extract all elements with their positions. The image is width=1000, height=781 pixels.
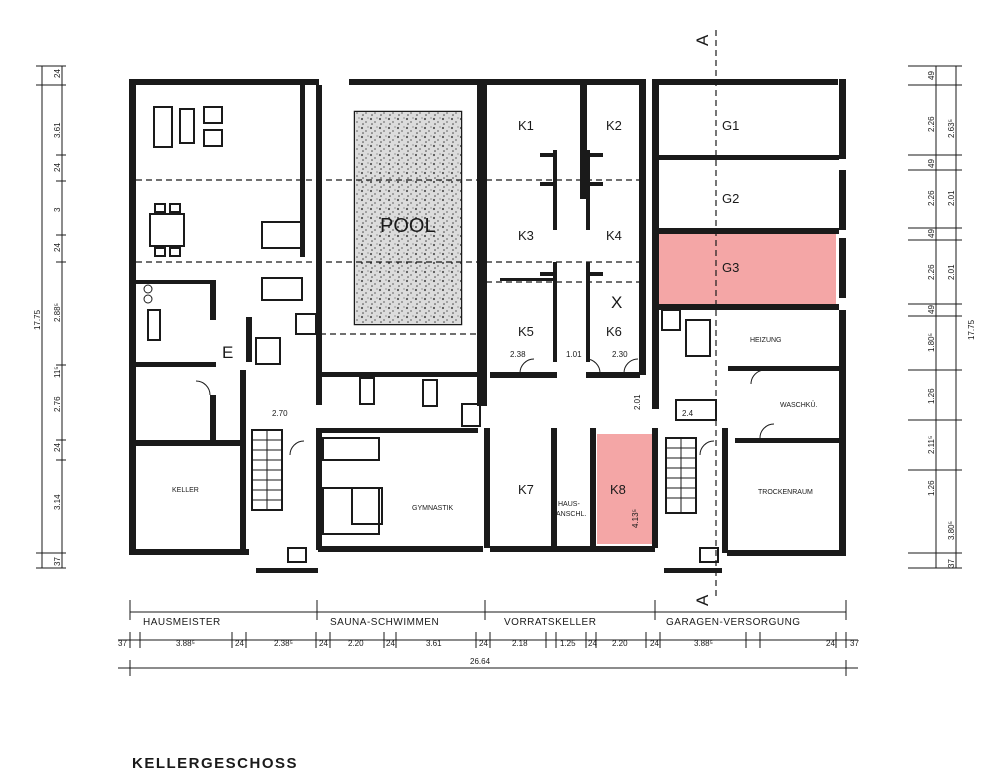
bottom-dim-1: 37 [118, 639, 127, 648]
section-marker-top: A [693, 34, 712, 46]
room-waschkueche: WASCHKÜ. [780, 401, 818, 409]
left-dim-2: 3.61 [53, 122, 62, 138]
inner-dim-5: 4.13⁵ [631, 509, 640, 528]
room-k1: K1 [518, 118, 534, 133]
bottom-dim-10: 2.18 [512, 639, 528, 648]
bottom-dim-8: 3.61 [426, 639, 442, 648]
left-dim-7: 11⁵ [53, 366, 62, 378]
inner-dim-2: 1.01 [566, 350, 582, 359]
section-marker-top-label: A [693, 34, 712, 46]
bottom-dim-14: 24 [650, 639, 659, 648]
x-mark: X [611, 293, 622, 312]
right-dim-16: 37 [947, 559, 956, 568]
bottom-dimension-lines [118, 600, 858, 676]
stair-left [251, 429, 283, 511]
section-sauna-schwimmen: SAUNA-SCHWIMMEN [330, 617, 439, 628]
room-k6: K6 [606, 324, 622, 339]
right-dim-12: 1.26 [927, 388, 936, 404]
left-dim-9: 24 [53, 443, 62, 452]
pool [353, 110, 463, 326]
left-dim-8: 2.76 [53, 396, 62, 412]
left-dim-11: 37 [53, 557, 62, 566]
left-total-dim: 17.75 [33, 309, 42, 330]
section-vorratskeller: VORRATSKELLER [504, 617, 596, 628]
right-dim-9: 2.01 [947, 264, 956, 280]
inner-dim-3: 2.30 [612, 350, 628, 359]
right-dim-2: 2.26 [927, 116, 936, 132]
right-dim-15: 3.80⁵ [947, 521, 956, 540]
left-dim-3: 24 [53, 163, 62, 172]
exterior-walls [129, 79, 846, 573]
garage-g2: G2 [722, 191, 739, 206]
right-dim-8: 2.26 [927, 264, 936, 280]
inner-dim-7: 2.4 [682, 409, 694, 418]
bottom-dim-2: 3.88⁵ [176, 639, 195, 648]
right-dim-3: 2.63⁵ [947, 119, 956, 138]
room-k2: K2 [606, 118, 622, 133]
highlight-g3 [659, 234, 836, 304]
right-dim-1: 49 [927, 71, 936, 80]
bottom-dim-16: 24 [826, 639, 835, 648]
interior-walls [136, 79, 839, 553]
section-garagen-versorgung: GARAGEN-VERSORGUNG [666, 617, 801, 628]
page-title: KELLERGESCHOSS [132, 755, 298, 772]
pool-label: POOL [380, 215, 436, 237]
section-marker-bottom-label: A [693, 594, 712, 606]
left-dim-6: 2.88⁵ [53, 303, 62, 322]
entrance-label: E [222, 343, 233, 362]
left-dim-4: 3 [53, 207, 62, 212]
right-dim-4: 49 [927, 159, 936, 168]
bottom-dim-7: 24 [386, 639, 395, 648]
right-dim-5: 2.26 [927, 190, 936, 206]
garage-g3: G3 [722, 260, 739, 275]
left-dimension-chain [36, 65, 66, 569]
section-hausmeister: HAUSMEISTER [143, 617, 221, 628]
left-dim-10: 3.14 [53, 494, 62, 510]
bottom-dim-13: 2.20 [612, 639, 628, 648]
right-dim-10: 49 [927, 305, 936, 314]
furniture [143, 106, 719, 563]
left-dim-1: 24 [53, 69, 62, 78]
total-width-dim: 26.64 [470, 657, 491, 666]
bottom-dim-15: 3.88⁵ [694, 639, 713, 648]
bottom-dim-12: 24 [588, 639, 597, 648]
stair-right [665, 437, 697, 514]
room-hausanschluss-line1: HAUS- [558, 501, 580, 508]
room-hausanschluss-line2: ANSCHL. [556, 511, 586, 518]
room-k8: K8 [610, 482, 626, 497]
room-k3: K3 [518, 228, 534, 243]
room-heizung: HEIZUNG [750, 337, 782, 344]
right-dimension-chain [908, 65, 962, 569]
bottom-dim-17: 37 [850, 639, 859, 648]
room-gymnastik: GYMNASTIK [412, 505, 454, 512]
section-marker-bottom: A [693, 594, 712, 606]
room-k5: K5 [518, 324, 534, 339]
bottom-dim-6: 2.20 [348, 639, 364, 648]
right-dim-11: 1.80⁵ [927, 333, 936, 352]
bottom-dim-5: 24 [319, 639, 328, 648]
inner-dim-1: 2.38 [510, 350, 526, 359]
right-dim-7: 49 [927, 229, 936, 238]
bottom-dim-11: 1.25 [560, 639, 576, 648]
bottom-dim-3: 24 [235, 639, 244, 648]
room-k4: K4 [606, 228, 622, 243]
right-dim-13: 2.11⁵ [927, 436, 936, 454]
bottom-dim-9: 24 [479, 639, 488, 648]
room-keller: KELLER [172, 487, 199, 494]
garage-g1: G1 [722, 118, 739, 133]
highlight-k8 [597, 434, 654, 544]
right-dim-14: 1.26 [927, 480, 936, 496]
door-swings [195, 358, 775, 456]
right-total-dim: 17.75 [967, 319, 976, 340]
beam-lines [136, 30, 717, 600]
inner-dim-4: 2.01 [633, 394, 642, 410]
left-dim-5: 24 [53, 243, 62, 252]
right-dim-6: 2.01 [947, 190, 956, 206]
inner-dim-6: 2.70 [272, 409, 288, 418]
bottom-dim-4: 2.38⁵ [274, 639, 293, 648]
room-trockenraum: TROCKENRAUM [758, 489, 813, 496]
room-k7: K7 [518, 482, 534, 497]
